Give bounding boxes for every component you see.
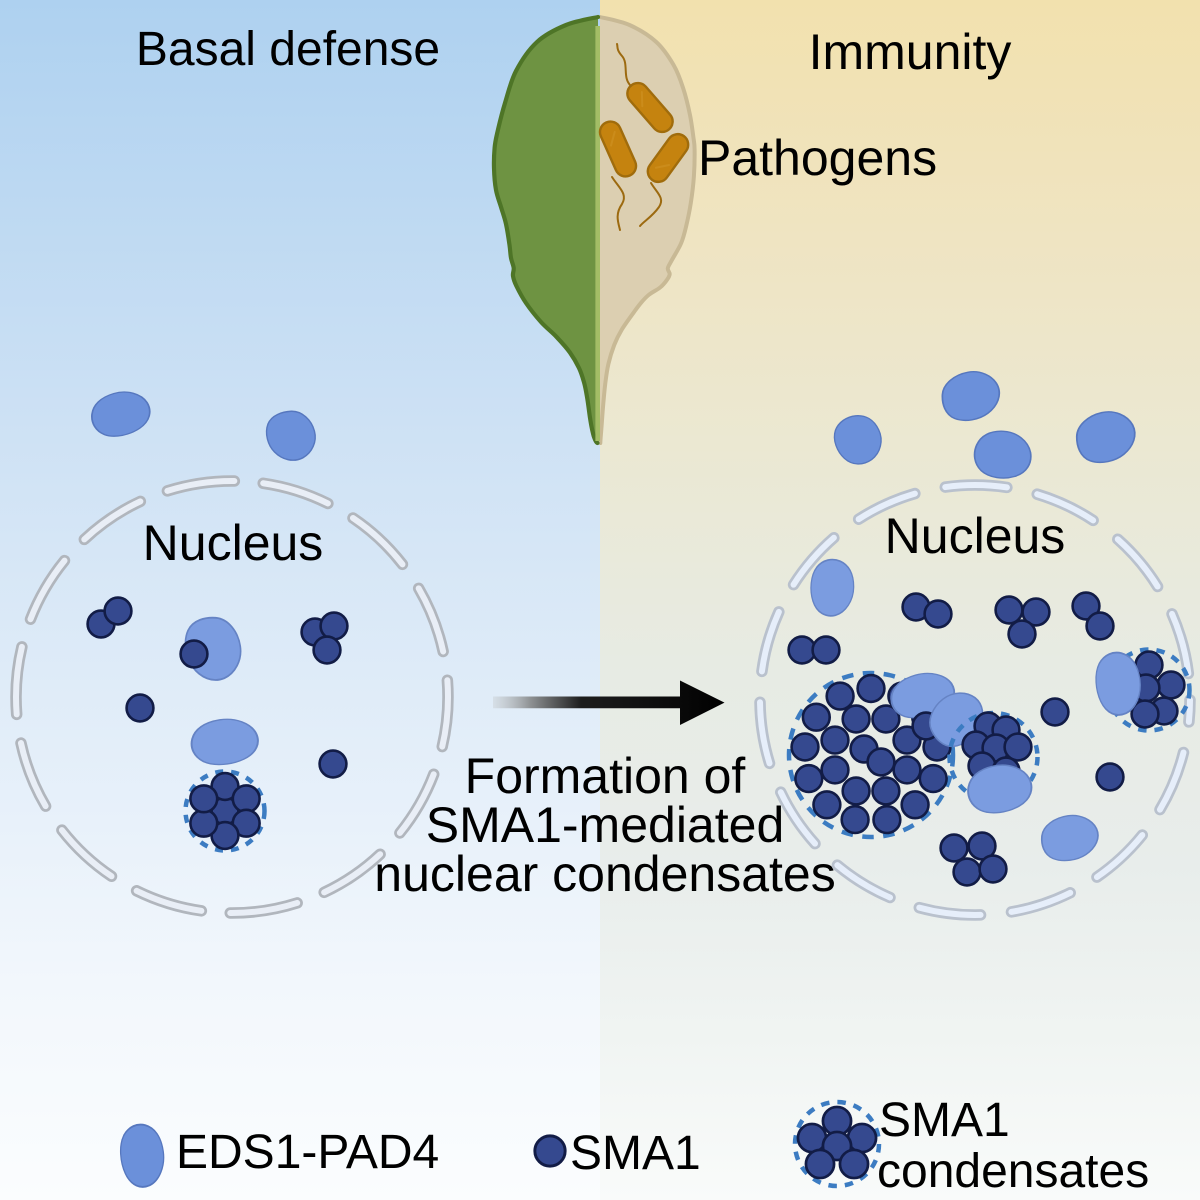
svg-text:SMA1: SMA1 (879, 1094, 1010, 1147)
svg-text:SMA1: SMA1 (570, 1127, 701, 1180)
svg-text:SMA1-mediated: SMA1-mediated (426, 797, 785, 853)
svg-text:nuclear condensates: nuclear condensates (374, 846, 835, 902)
svg-text:Nucleus: Nucleus (143, 515, 324, 571)
svg-text:condensates: condensates (877, 1145, 1149, 1198)
svg-text:Pathogens: Pathogens (698, 130, 937, 186)
svg-text:EDS1-PAD4: EDS1-PAD4 (176, 1126, 439, 1179)
svg-text:Formation of: Formation of (465, 748, 746, 804)
svg-text:Basal defense: Basal defense (136, 23, 440, 76)
svg-text:Nucleus: Nucleus (885, 508, 1066, 564)
svg-text:Immunity: Immunity (809, 24, 1012, 80)
